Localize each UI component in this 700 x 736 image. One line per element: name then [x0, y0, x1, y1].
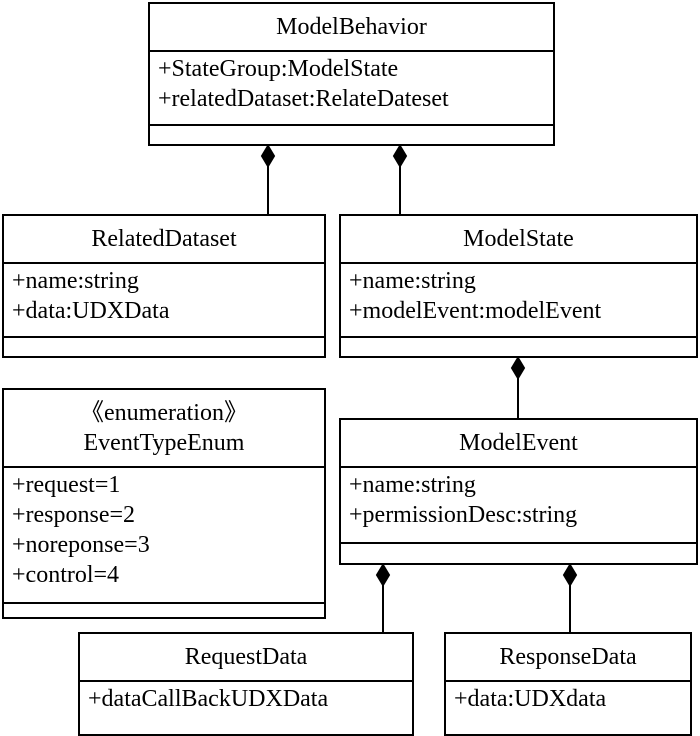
stereotype-label: 《enumeration》 [80, 400, 248, 426]
class-event-type-enum: 《enumeration》 EventTypeEnum +request=1 +… [2, 388, 326, 619]
attribute: +permissionDesc:string [349, 502, 578, 528]
class-attributes: +name:string +permissionDesc:string [341, 468, 696, 544]
class-name: EventTypeEnum [83, 430, 245, 456]
class-name: ModelState [341, 216, 696, 264]
attribute: +StateGroup:ModelState [158, 56, 399, 82]
enum-literal: +control=4 [12, 562, 120, 588]
composition-diamond-behavior-state [392, 144, 408, 168]
attribute: +relatedDataset:RelateDateset [158, 86, 449, 112]
class-name: RelatedDataset [4, 216, 324, 264]
attribute: +dataCallBackUDXData [88, 686, 329, 712]
attribute: +data:UDXdata [454, 686, 607, 712]
attribute: +data:UDXData [12, 298, 170, 324]
class-name: RequestData [80, 634, 412, 682]
class-attributes: +request=1 +response=2 +noreponse=3 +con… [4, 468, 324, 604]
attribute: +modelEvent:modelEvent [349, 298, 602, 324]
class-name-with-stereotype: 《enumeration》 EventTypeEnum [4, 390, 324, 468]
class-model-behavior: ModelBehavior +StateGroup:ModelState +re… [148, 2, 555, 146]
attribute: +name:string [349, 472, 476, 498]
class-response-data: ResponseData +data:UDXdata [444, 632, 692, 736]
class-attributes: +data:UDXdata [446, 682, 690, 734]
enum-literal: +noreponse=3 [12, 532, 150, 558]
class-related-dataset: RelatedDataset +name:string +data:UDXDat… [2, 214, 326, 358]
class-model-state: ModelState +name:string +modelEvent:mode… [339, 214, 698, 358]
class-request-data: RequestData +dataCallBackUDXData [78, 632, 414, 736]
attribute: +name:string [349, 268, 476, 294]
composition-diamond-event-response [562, 563, 578, 587]
enum-literal: +response=2 [12, 502, 136, 528]
composition-diamond-state-event [510, 356, 526, 380]
class-attributes: +name:string +modelEvent:modelEvent [341, 264, 696, 338]
class-attributes: +name:string +data:UDXData [4, 264, 324, 338]
class-name: ModelBehavior [150, 4, 553, 52]
class-name: ResponseData [446, 634, 690, 682]
class-name: ModelEvent [341, 420, 696, 468]
class-attributes: +dataCallBackUDXData [80, 682, 412, 734]
composition-diamond-behavior-dataset [260, 144, 276, 168]
attribute: +name:string [12, 268, 139, 294]
composition-diamond-event-request [375, 563, 391, 587]
enum-literal: +request=1 [12, 472, 121, 498]
class-model-event: ModelEvent +name:string +permissionDesc:… [339, 418, 698, 565]
class-attributes: +StateGroup:ModelState +relatedDataset:R… [150, 52, 553, 126]
